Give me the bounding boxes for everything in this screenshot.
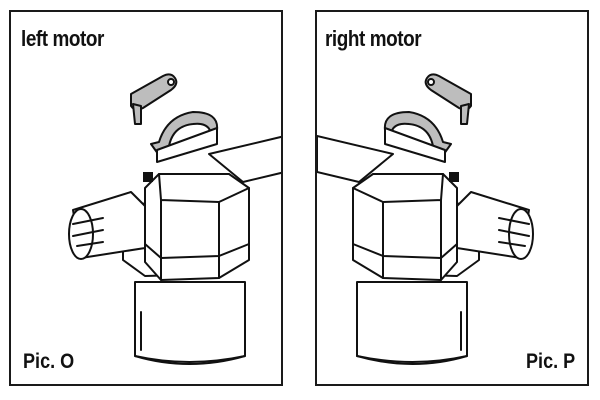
picture-label: Pic. P [525,350,575,373]
right-motor-illustration [317,73,534,365]
gate-arm [208,135,281,183]
left-motor-drawing [68,73,281,365]
right-motor-drawing [317,73,534,365]
left-motor-panel: left motor Pic. O [9,10,283,386]
gate-arm [317,135,394,183]
picture-label: Pic. O [23,350,75,373]
release-key-icon [424,73,472,125]
motor-body [134,281,246,365]
motor-body [356,281,468,365]
release-key-icon [130,73,178,125]
left-motor-illustration [68,73,281,365]
panel-title: left motor [21,26,104,51]
panel-title: right motor [325,26,422,51]
right-motor-panel: right motor Pic. P [315,10,589,386]
